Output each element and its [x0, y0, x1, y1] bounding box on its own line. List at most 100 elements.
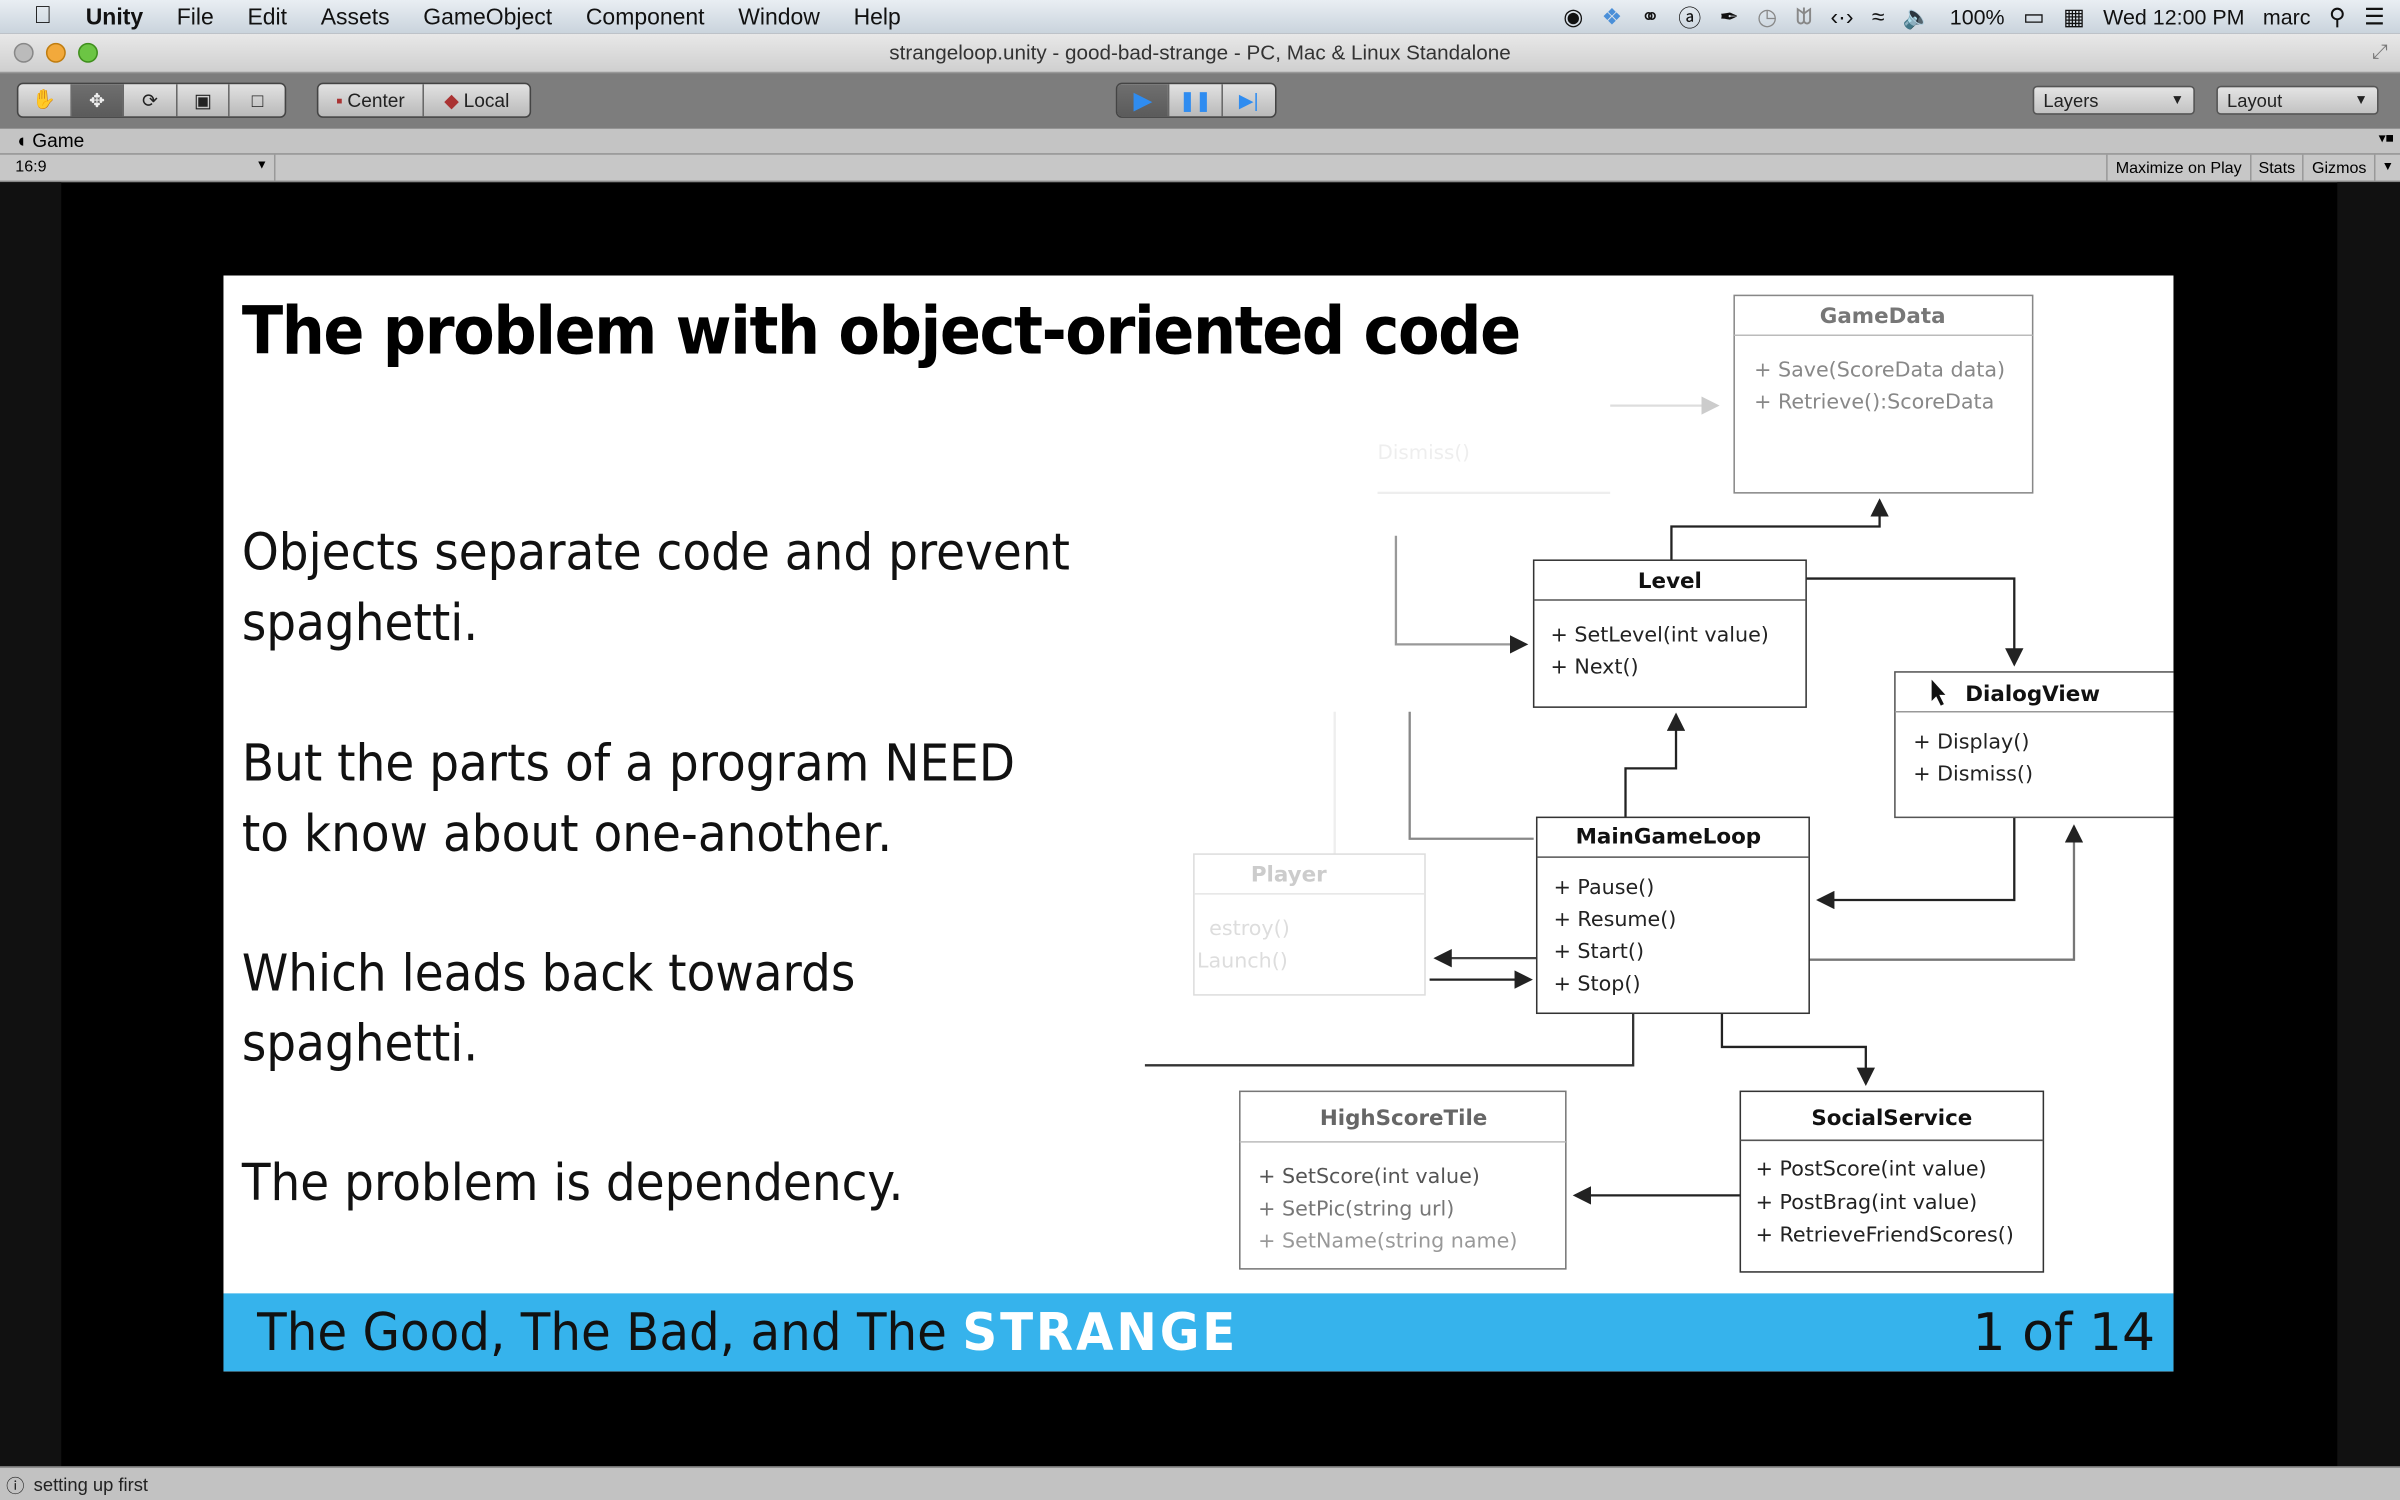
scale-icon: ▣ — [193, 90, 213, 112]
zoom-button[interactable] — [78, 42, 98, 63]
spotlight-icon[interactable]: ⚲ — [2328, 4, 2346, 31]
tab-game[interactable]: ◖ Game — [15, 130, 84, 151]
method: Launch() — [1197, 948, 1288, 972]
method: + Save(ScoreData data) — [1754, 358, 2005, 382]
record-icon[interactable]: ◉ — [1563, 4, 1584, 31]
chevron-down-icon: ▼ — [2354, 91, 2368, 108]
minimize-button[interactable] — [45, 42, 66, 63]
time-machine-icon[interactable]: ◷ — [1757, 4, 1778, 31]
chevron-down-icon: ▼ — [255, 157, 268, 172]
method: + Display() — [1913, 729, 2029, 753]
layout-dropdown[interactable]: Layout▼ — [2216, 85, 2379, 115]
pivot-icon: ▪ — [335, 89, 343, 111]
layers-dropdown[interactable]: Layers▼ — [2032, 85, 2195, 115]
play-button[interactable]: ▶ — [1117, 84, 1170, 117]
slide-title: The problem with object-oriented code — [241, 293, 1521, 371]
calendar-icon[interactable]: ▦ — [2063, 4, 2085, 31]
menu-gameobject[interactable]: GameObject — [404, 3, 552, 30]
step-button[interactable]: ▶| — [1222, 84, 1275, 116]
mac-menu-bar:  Unity File Edit Assets GameObject Comp… — [0, 0, 2400, 34]
battery-percent: 100% — [1949, 4, 2005, 30]
bullet-4: The problem is dependency. — [241, 1152, 904, 1213]
hand-tool-button[interactable]: ✋ — [18, 84, 72, 117]
tab-game-label: Game — [32, 130, 85, 152]
menu-window[interactable]: Window — [719, 3, 820, 30]
method: + PostScore(int value) — [1756, 1157, 1987, 1181]
volume-icon[interactable]: 🔈 — [1902, 4, 1932, 31]
user-name[interactable]: marc — [2262, 4, 2311, 30]
wifi-icon[interactable]: ≈ — [1871, 3, 1885, 30]
dropbox-icon[interactable]: ❖ — [1601, 4, 1623, 31]
menu-file[interactable]: File — [158, 3, 214, 30]
stats-toggle[interactable]: Stats — [2249, 154, 2302, 181]
faded-connector — [1394, 535, 1529, 654]
footer-title: The Good, The Bad, and The STRANGE — [257, 1303, 1238, 1364]
maximize-on-play-toggle[interactable]: Maximize on Play — [2106, 154, 2250, 181]
pen-icon[interactable]: ✒ — [1719, 4, 1739, 31]
class-player: Player estroy() Launch() — [1193, 853, 1426, 996]
fullscreen-icon[interactable]: ⤢ — [2371, 39, 2388, 63]
aspect-dropdown[interactable]: 16:9 ▼ — [0, 154, 276, 181]
class-name: Player — [1251, 863, 1327, 888]
move-tool-button[interactable]: ✥ — [71, 84, 125, 117]
method: + Dismiss() — [1913, 762, 2033, 786]
method: + SetName(string name) — [1258, 1228, 1517, 1252]
pivot-label: Center — [347, 89, 405, 111]
pivot-center-button[interactable]: ▪Center — [318, 84, 425, 117]
close-button[interactable] — [13, 42, 34, 63]
status-bar: ⓘ setting up first — [0, 1466, 2400, 1500]
menu-unity[interactable]: Unity — [67, 3, 143, 30]
gizmos-toggle[interactable]: Gizmos — [2302, 154, 2374, 181]
method: + RetrieveFriendScores() — [1756, 1222, 2014, 1246]
aspect-label: 16:9 — [15, 157, 47, 177]
class-maingameloop: MainGameLoop + Pause() + Resume() + Star… — [1535, 816, 1810, 1015]
menu-edit[interactable]: Edit — [229, 3, 287, 30]
method: + PostBrag(int value) — [1756, 1190, 1978, 1214]
unity-toolbar: ✋ ✥ ⟳ ▣ □ ▪Center ◆Local ▶ ❚❚ ▶| Layers▼… — [0, 73, 2400, 129]
mouse-cursor-icon — [1931, 679, 1946, 706]
menu-component[interactable]: Component — [567, 3, 705, 30]
step-icon: ▶| — [1238, 90, 1259, 112]
rect-icon: □ — [251, 89, 264, 111]
hand-icon: ✋ — [32, 88, 57, 111]
gizmos-dropdown[interactable]: ▼ — [2374, 154, 2400, 181]
class-name: HighScoreTile — [1320, 1106, 1488, 1131]
menu-assets[interactable]: Assets — [302, 3, 390, 30]
slide-footer: The Good, The Bad, and The STRANGE 1 of … — [223, 1293, 2174, 1372]
battery-icon[interactable]: ▭ — [2022, 4, 2045, 31]
scale-tool-button[interactable]: ▣ — [177, 84, 231, 117]
level-to-gamedata-arrow — [1670, 498, 1889, 561]
method: + SetScore(int value) — [1258, 1164, 1480, 1188]
class-name: DialogView — [1965, 682, 2100, 707]
bluetooth-icon[interactable]: ᗻ — [1795, 3, 1813, 30]
status-message[interactable]: setting up first — [33, 1473, 149, 1496]
class-name: SocialService — [1811, 1106, 1972, 1131]
class-name: Level — [1638, 569, 1702, 594]
method: + Stop() — [1554, 971, 1641, 995]
tab-menu-icon[interactable]: ▾■ — [2378, 130, 2394, 146]
class-socialservice: SocialService + PostScore(int value) + P… — [1739, 1090, 2045, 1273]
apple-icon[interactable]:  — [34, 3, 52, 31]
rotate-icon: ⟳ — [142, 90, 159, 112]
mainloop-to-social-arrow — [1720, 1013, 1875, 1086]
clock[interactable]: Wed 12:00 PM — [2103, 4, 2245, 30]
rotate-tool-button[interactable]: ⟳ — [124, 84, 178, 117]
menu-help[interactable]: Help — [835, 3, 901, 30]
pause-button[interactable]: ❚❚ — [1170, 84, 1223, 117]
rect-tool-button[interactable]: □ — [230, 84, 284, 116]
play-icon: ▶ — [1133, 88, 1153, 115]
bullet-3: Which leads back towards spaghetti. — [241, 942, 856, 1073]
pivot-local-button[interactable]: ◆Local — [424, 84, 530, 116]
network-icon[interactable]: ‹·› — [1830, 3, 1854, 30]
class-level: Level + SetLevel(int value) + Next() — [1532, 559, 1807, 708]
method: + SetPic(string url) — [1258, 1196, 1454, 1220]
method: + Pause() — [1554, 875, 1655, 899]
pacman-icon: ◖ — [15, 130, 27, 152]
notification-center-icon[interactable]: ☰ — [2364, 4, 2385, 31]
slide-page-number: 1 of 14 — [1972, 1302, 2156, 1364]
faded-label: Dismiss() — [1378, 441, 1470, 464]
local-icon: ◆ — [444, 90, 459, 112]
creative-cloud-icon[interactable]: ⚭ — [1640, 4, 1660, 31]
class-name: MainGameLoop — [1576, 824, 1762, 849]
quicksilver-icon[interactable]: ⓐ — [1678, 5, 1702, 32]
